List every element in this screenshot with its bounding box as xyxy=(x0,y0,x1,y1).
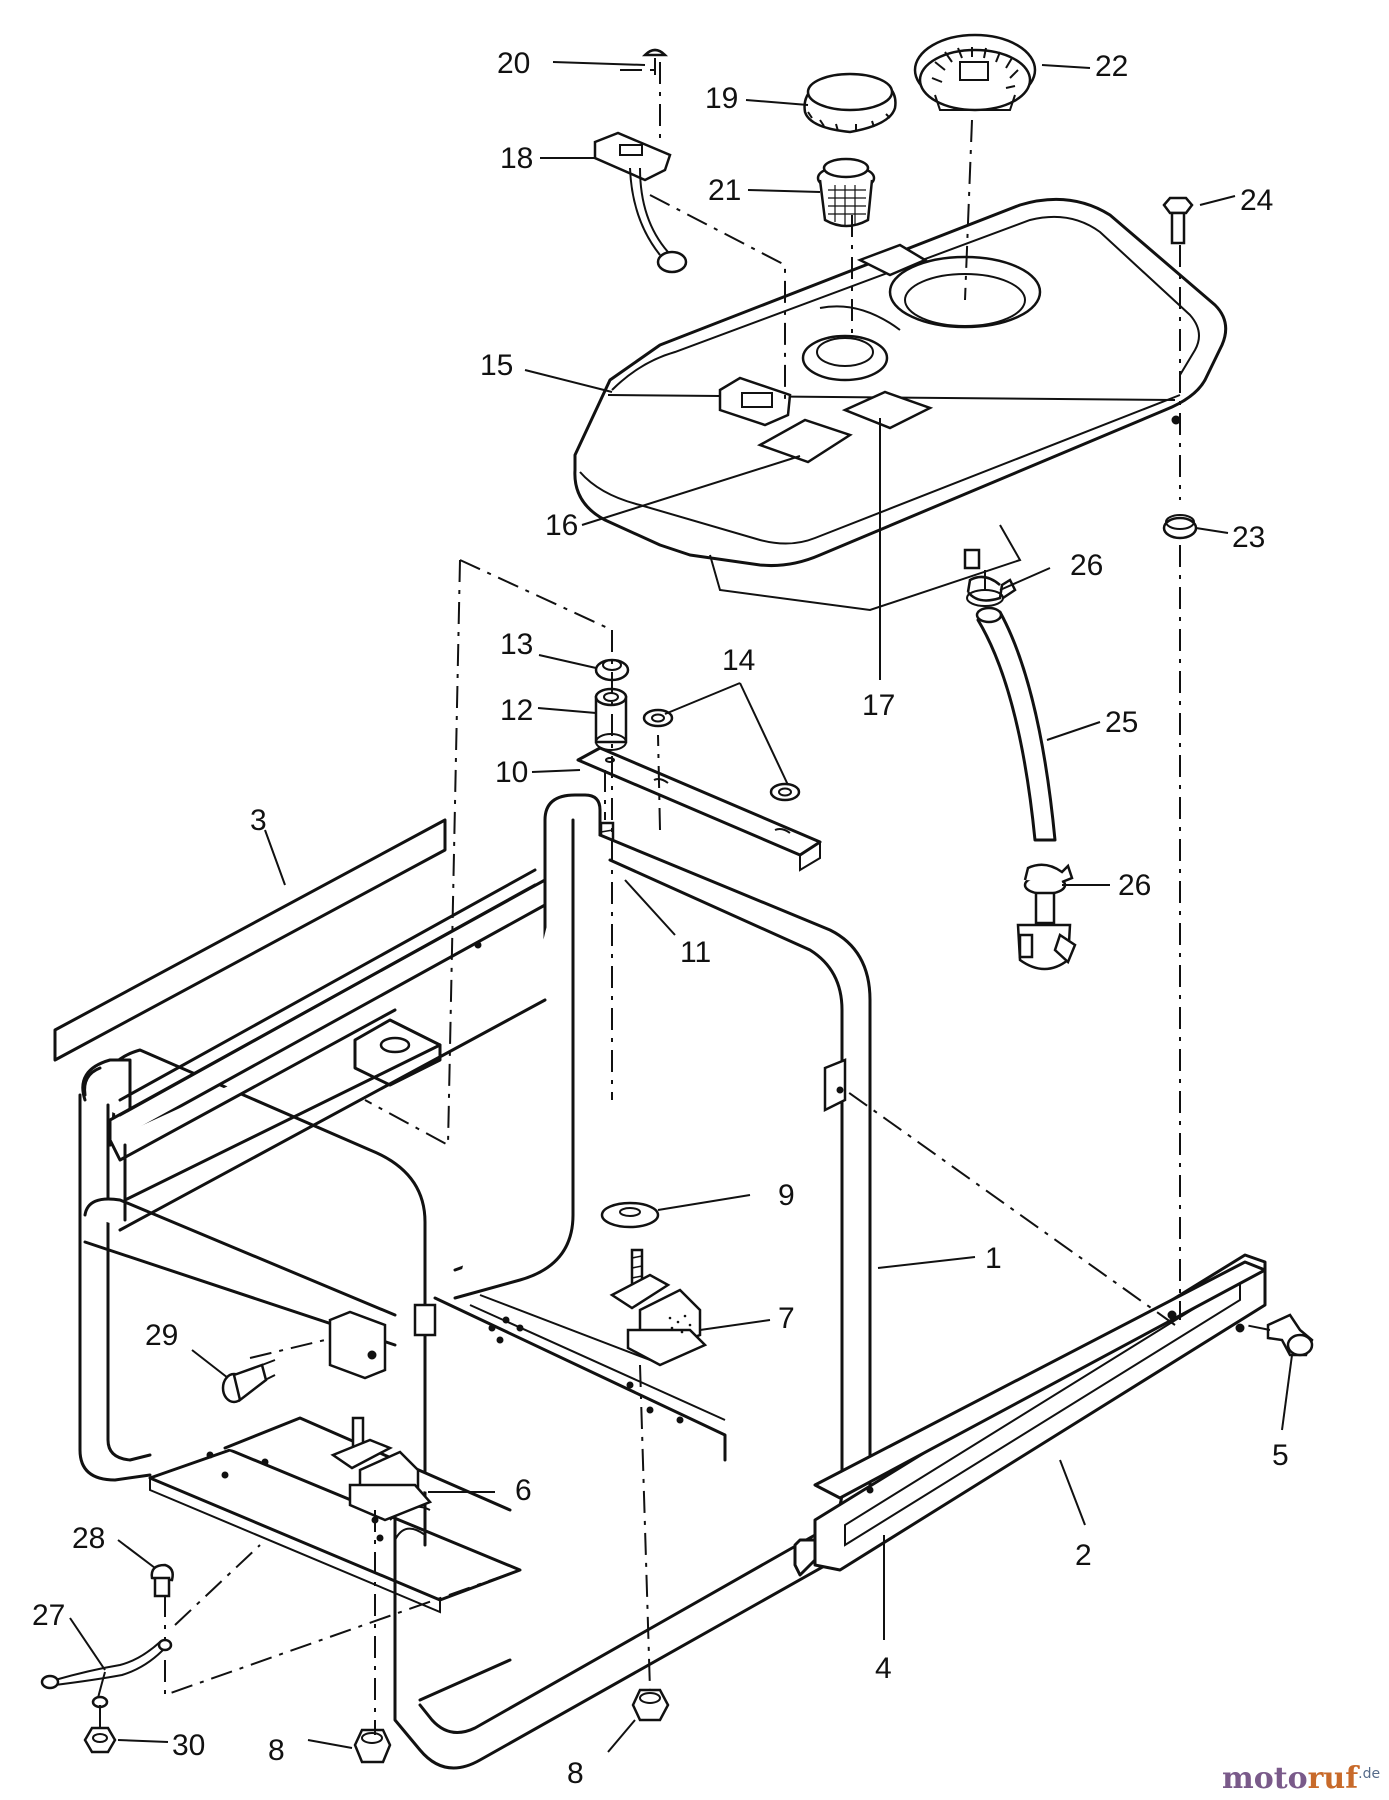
callout-21: 21 xyxy=(708,174,741,207)
washer-9 xyxy=(600,1201,660,1229)
svg-text:motoruf.de: motoruf.de xyxy=(1222,1761,1380,1796)
frame-1 xyxy=(78,793,872,1770)
callout-9: 9 xyxy=(778,1179,795,1212)
fuel-hose-25 xyxy=(975,606,1057,842)
callout-20: 20 xyxy=(497,47,530,80)
fuel-cap-19 xyxy=(803,72,897,134)
bolt-28 xyxy=(150,1563,174,1598)
hose-clamp-26a xyxy=(966,575,1017,607)
callout-14: 14 xyxy=(722,644,755,677)
callout-24: 24 xyxy=(1240,184,1273,217)
bracket-10 xyxy=(576,746,822,872)
callout-5: 5 xyxy=(1272,1439,1289,1472)
callout-25: 25 xyxy=(1105,706,1138,739)
callout-7: 7 xyxy=(778,1302,795,1335)
callout-10: 10 xyxy=(495,756,528,789)
ground-wire-27 xyxy=(40,1638,173,1709)
hose-clamp-26b xyxy=(1023,863,1074,896)
fuel-gauge-18 xyxy=(593,131,688,274)
washer-14b xyxy=(769,782,801,802)
foot-8a xyxy=(631,1688,670,1722)
callout-2: 2 xyxy=(1075,1539,1092,1572)
callout-labels: 20 22 19 18 21 24 15 23 16 26 13 14 17 1… xyxy=(32,47,1289,1790)
fuel-strainer-21 xyxy=(816,157,876,228)
bolt-24 xyxy=(1162,196,1194,245)
screw-20 xyxy=(641,48,669,75)
callout-4: 4 xyxy=(875,1652,892,1685)
bolt-29 xyxy=(221,1359,276,1404)
spacer-12 xyxy=(594,687,628,751)
callout-19: 19 xyxy=(705,82,738,115)
callout-13: 13 xyxy=(500,628,533,661)
callout-26b: 26 xyxy=(1118,869,1151,902)
callout-17: 17 xyxy=(862,689,895,722)
callout-3: 3 xyxy=(250,804,267,837)
callout-12: 12 xyxy=(500,694,533,727)
callout-28: 28 xyxy=(72,1522,105,1555)
rail-3 xyxy=(53,818,547,1232)
callout-30: 30 xyxy=(172,1729,205,1762)
foot-8b xyxy=(353,1728,392,1764)
callout-22: 22 xyxy=(1095,50,1128,83)
tank-cap-22 xyxy=(913,33,1037,112)
callout-15: 15 xyxy=(480,349,513,382)
fuel-tank xyxy=(573,197,1228,612)
callout-23: 23 xyxy=(1232,521,1265,554)
fuel-cock xyxy=(1016,891,1077,971)
callout-11: 11 xyxy=(680,936,711,969)
leader-lines xyxy=(69,61,1293,1753)
watermark-logo: motoruf.de xyxy=(1222,1761,1380,1796)
bolt-5 xyxy=(1266,1313,1314,1357)
callout-26a: 26 xyxy=(1070,549,1103,582)
assembly-lines xyxy=(99,62,1271,1735)
callout-8b: 8 xyxy=(268,1734,285,1767)
callout-27: 27 xyxy=(32,1599,65,1632)
callout-29: 29 xyxy=(145,1319,178,1352)
nut-30 xyxy=(83,1726,117,1754)
rubber-mount-6 xyxy=(330,1416,433,1522)
callout-16: 16 xyxy=(545,509,578,542)
callout-1: 1 xyxy=(985,1242,1002,1275)
callout-6: 6 xyxy=(515,1474,532,1507)
callout-18: 18 xyxy=(500,142,533,175)
rubber-collar-23 xyxy=(1162,514,1198,540)
rail-4 xyxy=(813,1260,1267,1500)
rubber-mount-7 xyxy=(609,1248,708,1367)
callout-8a: 8 xyxy=(567,1757,584,1790)
